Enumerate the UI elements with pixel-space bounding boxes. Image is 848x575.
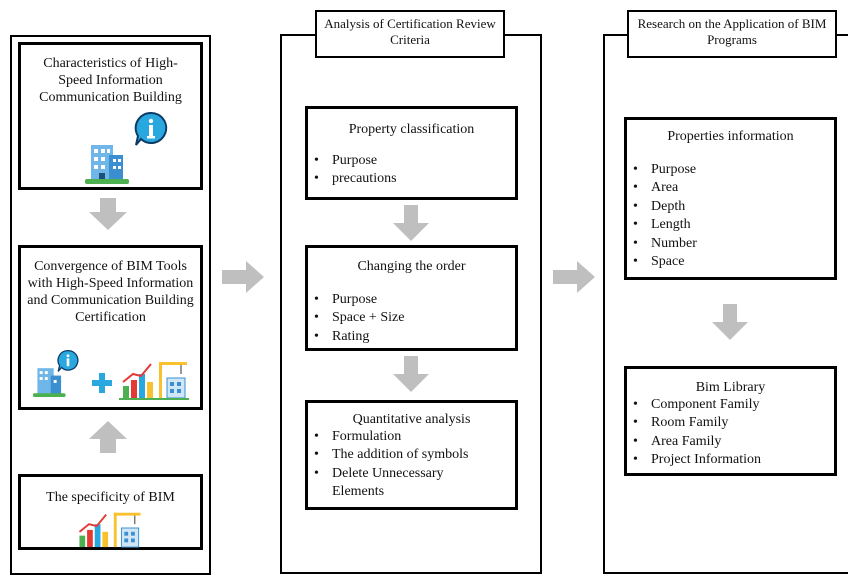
list-item: Depth [627,198,834,217]
list-item: Component Family [627,396,834,415]
arrow-up-1 [100,438,116,453]
property-classification-box: Property classification Purpose precauti… [305,106,518,200]
right-column-title-box: Research on the Application of BIM Progr… [627,10,837,58]
list-item: Area Family [627,433,834,452]
list-item: precautions [308,170,515,189]
bim-library-title: Bim Library [695,380,766,395]
changing-order-box: Changing the order Purpose Space + Size … [305,245,518,351]
changing-order-list: Purpose Space + Size Rating [308,291,515,347]
characteristics-label: Characteristics of High-Speed Informatio… [39,56,182,105]
list-item: Room Family [627,414,834,433]
arrow-down-3 [393,356,429,392]
arrow-right-2 [553,261,595,293]
office-building-icon [33,368,66,397]
plus-icon [92,373,112,393]
property-classification-list: Purpose precautions [308,152,515,189]
list-item: Delete Unnecessary Elements [308,465,515,502]
list-item: Purpose [308,291,515,310]
arrow-down-1 [100,198,116,213]
list-item: Purpose [308,152,515,171]
properties-information-title: Properties information [667,129,794,144]
properties-information-list: Purpose Area Depth Length Number Space [627,161,834,272]
right-column-title: Research on the Application of BIM Progr… [637,16,827,47]
arrow-down-2 [393,205,429,241]
quantitative-analysis-box: Quantitative analysis Formulation The ad… [305,400,518,510]
info-speech-bubble-icon [57,349,79,372]
list-item: Space + Size [308,309,515,328]
bim-library-box: Bim Library Component Family Room Family… [624,366,837,476]
list-item: Space [627,253,834,272]
list-item: Purpose [627,161,834,180]
quantitative-analysis-title: Quantitative analysis [352,412,471,427]
list-item: Project Information [627,451,834,470]
property-classification-title: Property classification [348,122,475,137]
list-item: Length [627,216,834,235]
list-item: Number [627,235,834,254]
middle-column-title-box: Analysis of Certification Review Criteri… [315,10,505,58]
office-building-icon [85,145,129,184]
arrow-up-1-head [89,421,127,439]
middle-column-title: Analysis of Certification Review Criteri… [324,16,496,47]
convergence-box: Convergence of BIM Tools with High-Speed… [18,245,203,410]
specificity-label: The specificity of BIM [46,490,175,505]
bar-chart-construction-icon [78,512,141,548]
arrow-right-1 [222,261,264,293]
bim-library-list: Component Family Room Family Area Family… [627,396,834,470]
convergence-label: Convergence of BIM Tools with High-Speed… [27,259,194,325]
arrow-down-1-head [89,212,127,230]
list-item: Formulation [308,428,515,447]
characteristics-box: Characteristics of High-Speed Informatio… [18,42,203,190]
specificity-box: The specificity of BIM [18,474,203,550]
info-speech-bubble-icon [134,111,168,146]
list-item: Area [627,179,834,198]
bar-chart-construction-icon [119,362,189,400]
properties-information-box: Properties information Purpose Area Dept… [624,117,837,280]
arrow-down-4 [712,304,748,340]
changing-order-title: Changing the order [357,259,466,274]
list-item: Rating [308,328,515,347]
list-item: The addition of symbols [308,446,515,465]
quantitative-analysis-list: Formulation The addition of symbols Dele… [308,428,515,502]
